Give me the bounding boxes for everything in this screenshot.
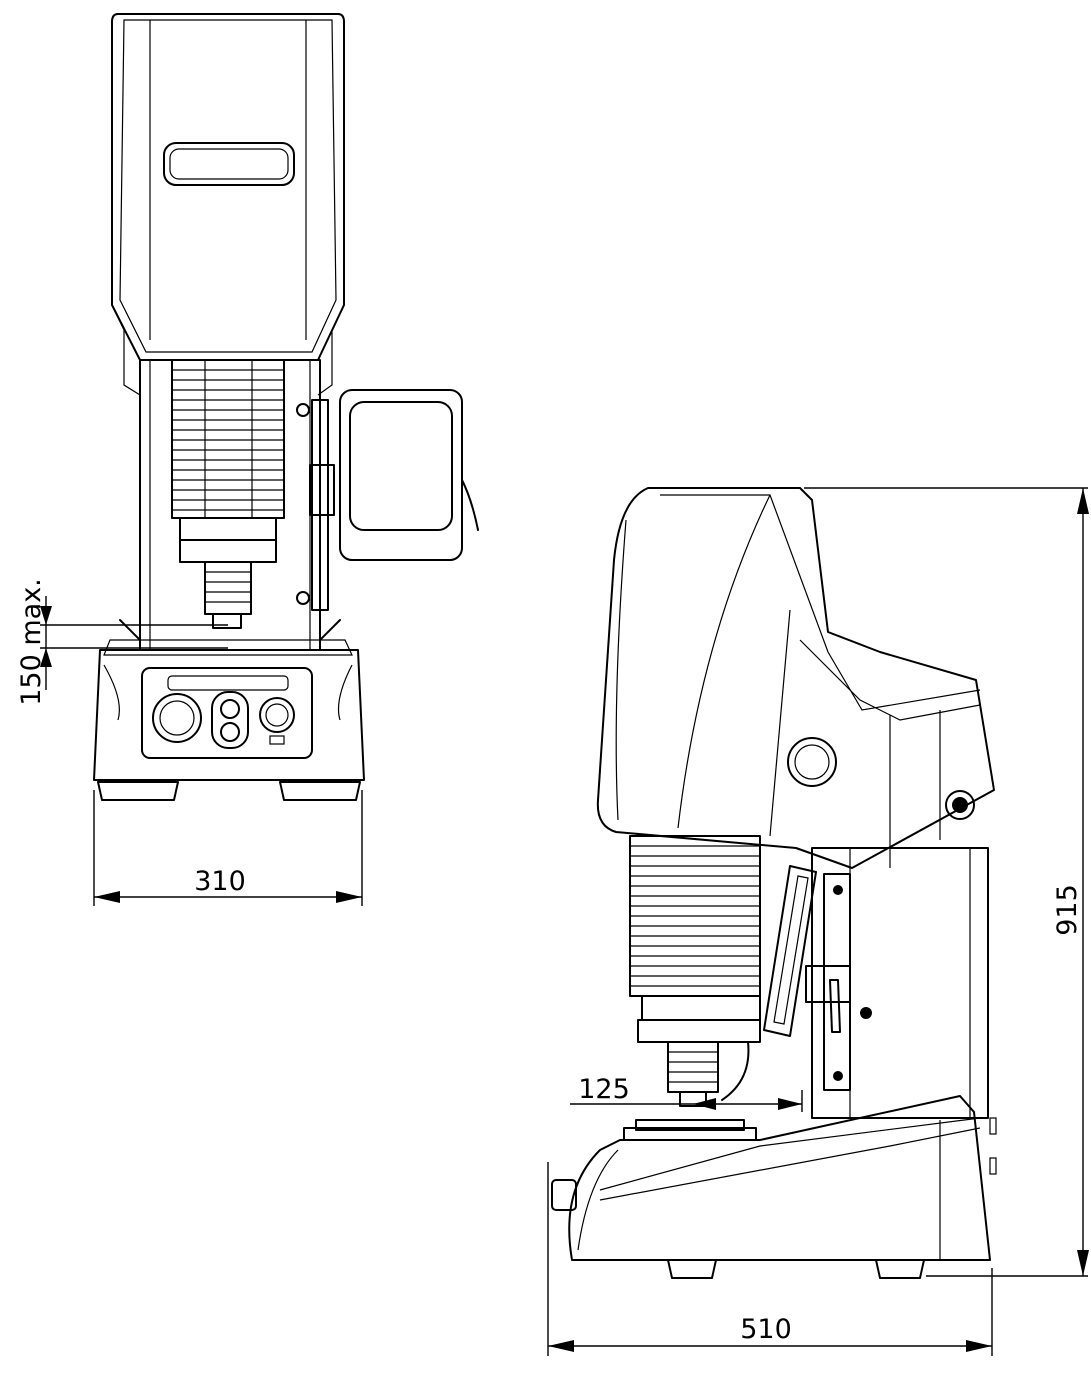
side-bellows bbox=[629, 835, 761, 997]
front-keypad bbox=[141, 667, 313, 759]
front-touch-panel bbox=[339, 389, 479, 561]
dim-front-width: 310 bbox=[93, 790, 363, 906]
dim-310-label: 310 bbox=[194, 866, 246, 897]
dim-150-label: 150 max. bbox=[16, 578, 47, 706]
dim-510-label: 510 bbox=[740, 1314, 792, 1345]
dim-clearance: 150 max. bbox=[16, 578, 52, 706]
dim-915-label: 915 bbox=[1052, 884, 1083, 936]
side-touch-panel bbox=[763, 865, 872, 1091]
dim-side-depth: 510 bbox=[547, 1162, 993, 1356]
dim-throat: 125 bbox=[570, 1074, 803, 1112]
front-bellows bbox=[171, 359, 285, 519]
front-view bbox=[40, 13, 479, 801]
dim-125-label: 125 bbox=[578, 1074, 630, 1105]
side-view bbox=[551, 487, 997, 1279]
dim-height: 915 bbox=[804, 487, 1089, 1277]
